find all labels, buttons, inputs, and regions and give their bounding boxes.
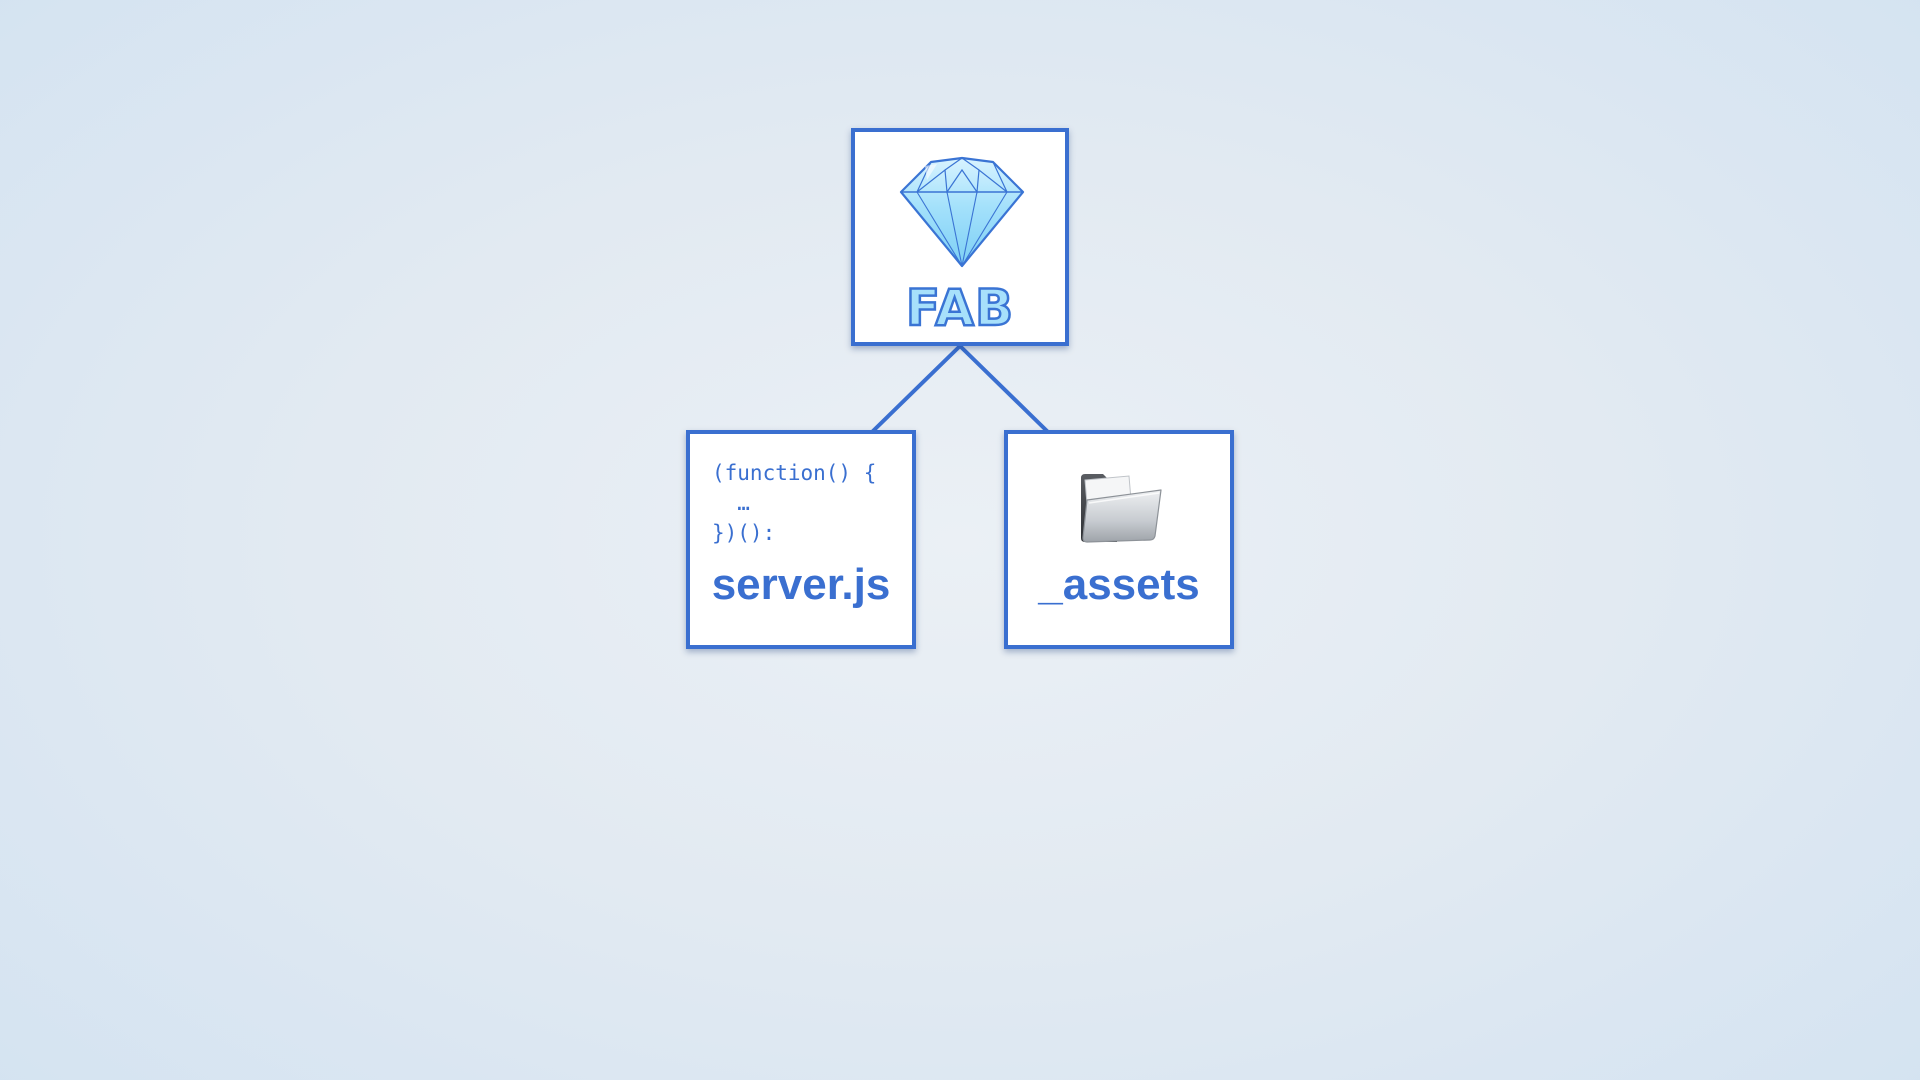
code-snippet: (function() { … })(): [712,461,877,545]
fab-label: FAB [905,279,1015,338]
folder-icon [1081,474,1162,543]
server-js-label: server.js [711,560,891,609]
assets-label: _assets [1038,560,1200,609]
connector-line-right [958,344,1050,434]
assets-node: _assets [1004,430,1234,649]
diamond-icon [899,156,1025,268]
connector-line-left [870,344,962,434]
fab-root-node: FAB [851,128,1069,346]
server-js-node: (function() { … })(): server.js [686,430,916,649]
